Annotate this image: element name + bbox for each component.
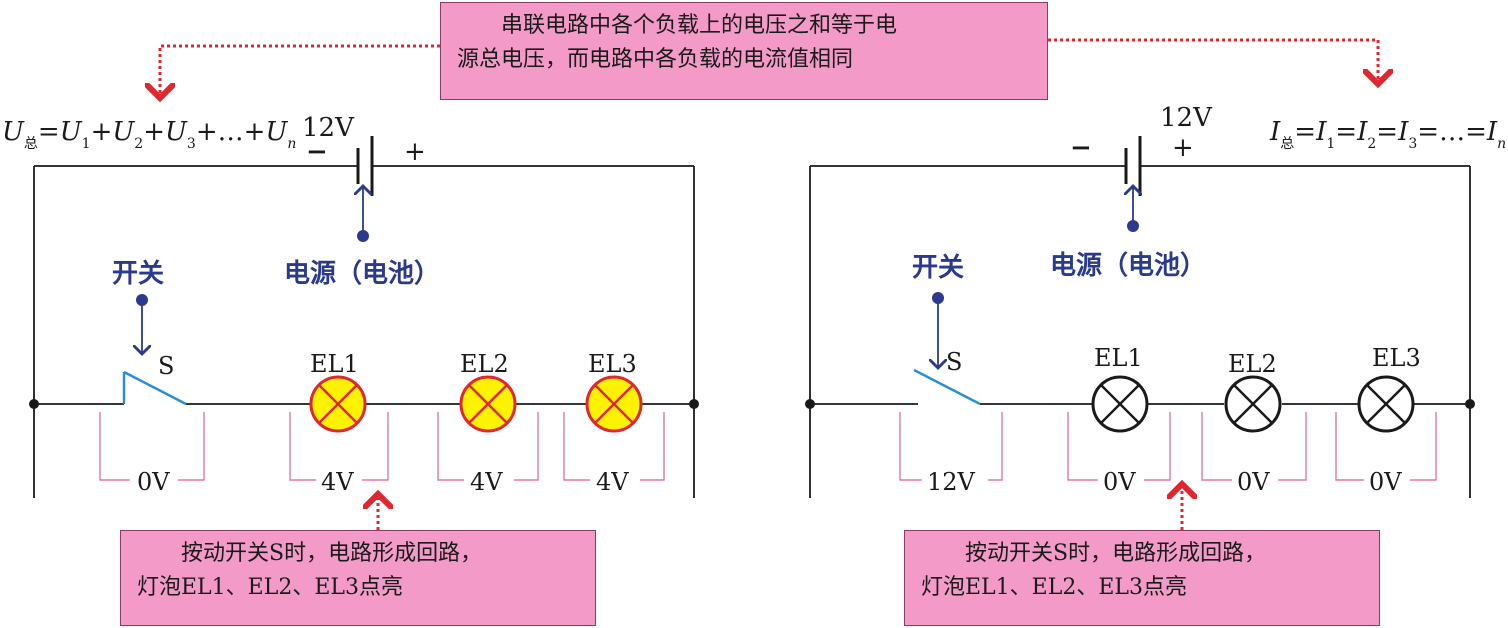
left-bracket-el2 [437, 412, 539, 481]
right-voltage-el2: 0V [1237, 468, 1270, 496]
left-switch-label: 开关 [112, 259, 164, 289]
right-switch-name: S [946, 348, 962, 376]
right-circuit: 12V − + 电源（电池） 开关 S [805, 103, 1506, 530]
left-power-pointer [357, 186, 369, 242]
top-note-box: 串联电路中各个负载上的电压之和等于电 源总电压，而电路中各负载的电流值相同 [440, 2, 1048, 100]
left-power-label: 电源（电池） [284, 259, 440, 289]
svg-text:I总=I1=I2=I3=…=In: I总=I1=I2=I3=…=In [1269, 117, 1506, 152]
left-lamp-el3-icon [585, 375, 643, 433]
left-voltage-el2: 4V [470, 468, 503, 496]
left-voltage-el3: 4V [596, 468, 629, 496]
left-bracket-el1 [289, 412, 389, 481]
right-lamp-el3-icon [1357, 375, 1415, 433]
left-lamp-el2-name: EL2 [460, 350, 509, 378]
left-lamp-el1-name: EL1 [310, 350, 359, 378]
left-lamp-el2-icon [459, 375, 517, 433]
left-note-line1: 按动开关S时，电路形成回路， [181, 541, 483, 566]
right-voltage-el3: 0V [1369, 468, 1402, 496]
right-battery-minus: − [1070, 133, 1092, 163]
left-battery-icon [356, 136, 374, 196]
right-lamp-el3-name: EL3 [1372, 344, 1421, 372]
left-voltage-el1: 4V [321, 468, 354, 496]
right-note-line2: 灯泡EL1、EL2、EL3点亮 [921, 575, 1187, 600]
right-lamp-el2-name: EL2 [1228, 350, 1277, 378]
left-voltage-formula: U总=U1+U2+U3+…+Un [2, 117, 296, 152]
left-bracket-switch [99, 412, 205, 481]
right-voltage-el1: 0V [1103, 468, 1136, 496]
right-current-formula: I总=I1=I2=I3=…=In [1269, 117, 1506, 152]
left-junction-left [29, 399, 39, 409]
left-circuit: 12V − + 电源（电池） 开关 S [2, 113, 699, 530]
right-switch-icon [913, 368, 981, 406]
right-voltage-switch: 12V [927, 468, 976, 496]
left-battery-minus: − [306, 137, 328, 167]
left-switch-name: S [158, 352, 174, 380]
right-note-box: 按动开关S时，电路形成回路， 灯泡EL1、EL2、EL3点亮 [904, 530, 1380, 626]
svg-text:U总=U1+U2+U3+…+Un: U总=U1+U2+U3+…+Un [2, 117, 296, 152]
right-lamp-el2-icon [1224, 375, 1282, 433]
right-junction-left [805, 399, 815, 409]
left-lamp-el3-name: EL3 [588, 350, 637, 378]
right-lamp-el1-name: EL1 [1094, 344, 1143, 372]
right-battery-plus: + [1172, 133, 1194, 163]
right-lamp-el1-icon [1091, 375, 1149, 433]
left-battery-voltage: 12V [302, 113, 355, 143]
right-junction-right [1465, 399, 1475, 409]
right-bracket-el2 [1201, 412, 1307, 481]
left-voltage-switch: 0V [137, 468, 170, 496]
left-junction-right [689, 399, 699, 409]
left-note-line2: 灯泡EL1、EL2、EL3点亮 [137, 575, 403, 600]
left-note-box: 按动开关S时，电路形成回路， 灯泡EL1、EL2、EL3点亮 [120, 530, 596, 626]
right-bracket-el3 [1335, 412, 1437, 481]
right-switch-pointer [932, 292, 944, 368]
left-switch-icon [122, 370, 187, 406]
right-battery-voltage: 12V [1160, 103, 1213, 133]
right-power-label: 电源（电池） [1050, 251, 1206, 281]
left-lamp-el1-icon [309, 375, 367, 433]
right-bracket-switch [899, 412, 1003, 481]
top-pointer-right [1048, 38, 1378, 84]
right-power-pointer [1127, 186, 1139, 232]
top-pointers [160, 38, 1378, 98]
top-note-line1: 串联电路中各个负载上的电压之和等于电 [501, 13, 898, 38]
top-note-line2: 源总电压，而电路中各负载的电流值相同 [457, 47, 854, 72]
left-bracket-el3 [563, 412, 665, 481]
right-switch-label: 开关 [912, 253, 964, 283]
left-battery-plus: + [404, 137, 426, 167]
left-switch-pointer [136, 294, 148, 354]
top-pointer-left [160, 44, 440, 98]
right-note-line1: 按动开关S时，电路形成回路， [965, 541, 1267, 566]
